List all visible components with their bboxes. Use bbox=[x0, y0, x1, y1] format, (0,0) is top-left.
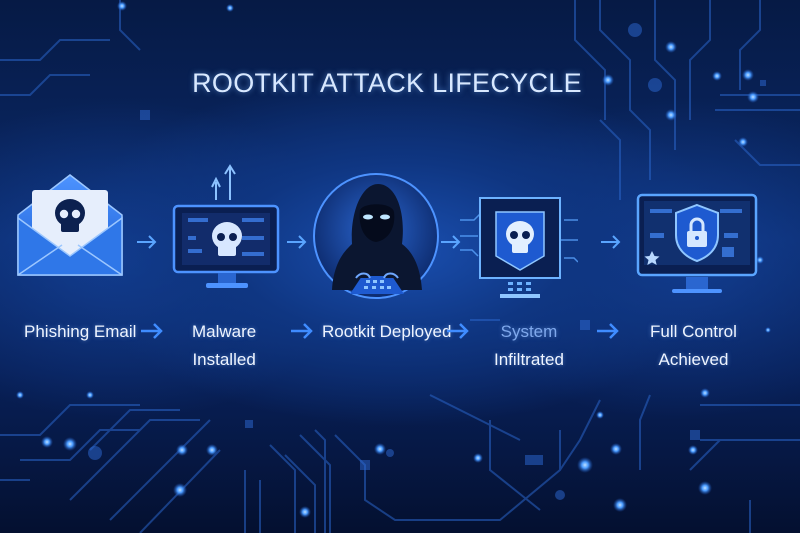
page-title: ROOTKIT ATTACK LIFECYCLE bbox=[192, 68, 582, 98]
arrow-right-icon bbox=[291, 323, 313, 339]
monitor-shield-lock-icon bbox=[636, 193, 758, 293]
step-label-line1: Malware bbox=[192, 322, 257, 341]
arrow-right-icon bbox=[597, 323, 619, 339]
circuit-skull-icon bbox=[460, 197, 578, 298]
step-label-line2: Installed bbox=[192, 350, 256, 369]
step-label-malware-installed: Malware Installed bbox=[192, 318, 256, 374]
arrow-right-icon bbox=[141, 323, 163, 339]
step-label-line1: Phishing Email bbox=[24, 322, 137, 341]
arrow-right-icon bbox=[137, 235, 157, 249]
arrow-right-icon bbox=[601, 235, 621, 249]
step-label-line1: Full Control bbox=[650, 322, 737, 341]
arrow-right-icon bbox=[287, 235, 307, 249]
step-label-full-control: Full Control Achieved bbox=[650, 318, 737, 374]
arrow-right-icon bbox=[447, 323, 469, 339]
step-label-phishing-email: Phishing Email bbox=[24, 318, 136, 346]
hooded-hacker-icon bbox=[313, 173, 439, 299]
step-label-line1: System bbox=[500, 322, 558, 341]
monitor-skull-icon bbox=[172, 164, 280, 288]
step-label-line2: Achieved bbox=[658, 350, 729, 369]
step-label-line2: Infiltrated bbox=[494, 350, 564, 369]
step-label-rootkit-deployed: Rootkit Deployed bbox=[322, 318, 451, 346]
envelope-skull-icon bbox=[17, 174, 123, 276]
step-label-line1: Rootkit Deployed bbox=[322, 322, 452, 341]
step-label-system-infiltrated: System Infiltrated bbox=[494, 318, 564, 374]
arrow-right-icon bbox=[441, 235, 461, 249]
